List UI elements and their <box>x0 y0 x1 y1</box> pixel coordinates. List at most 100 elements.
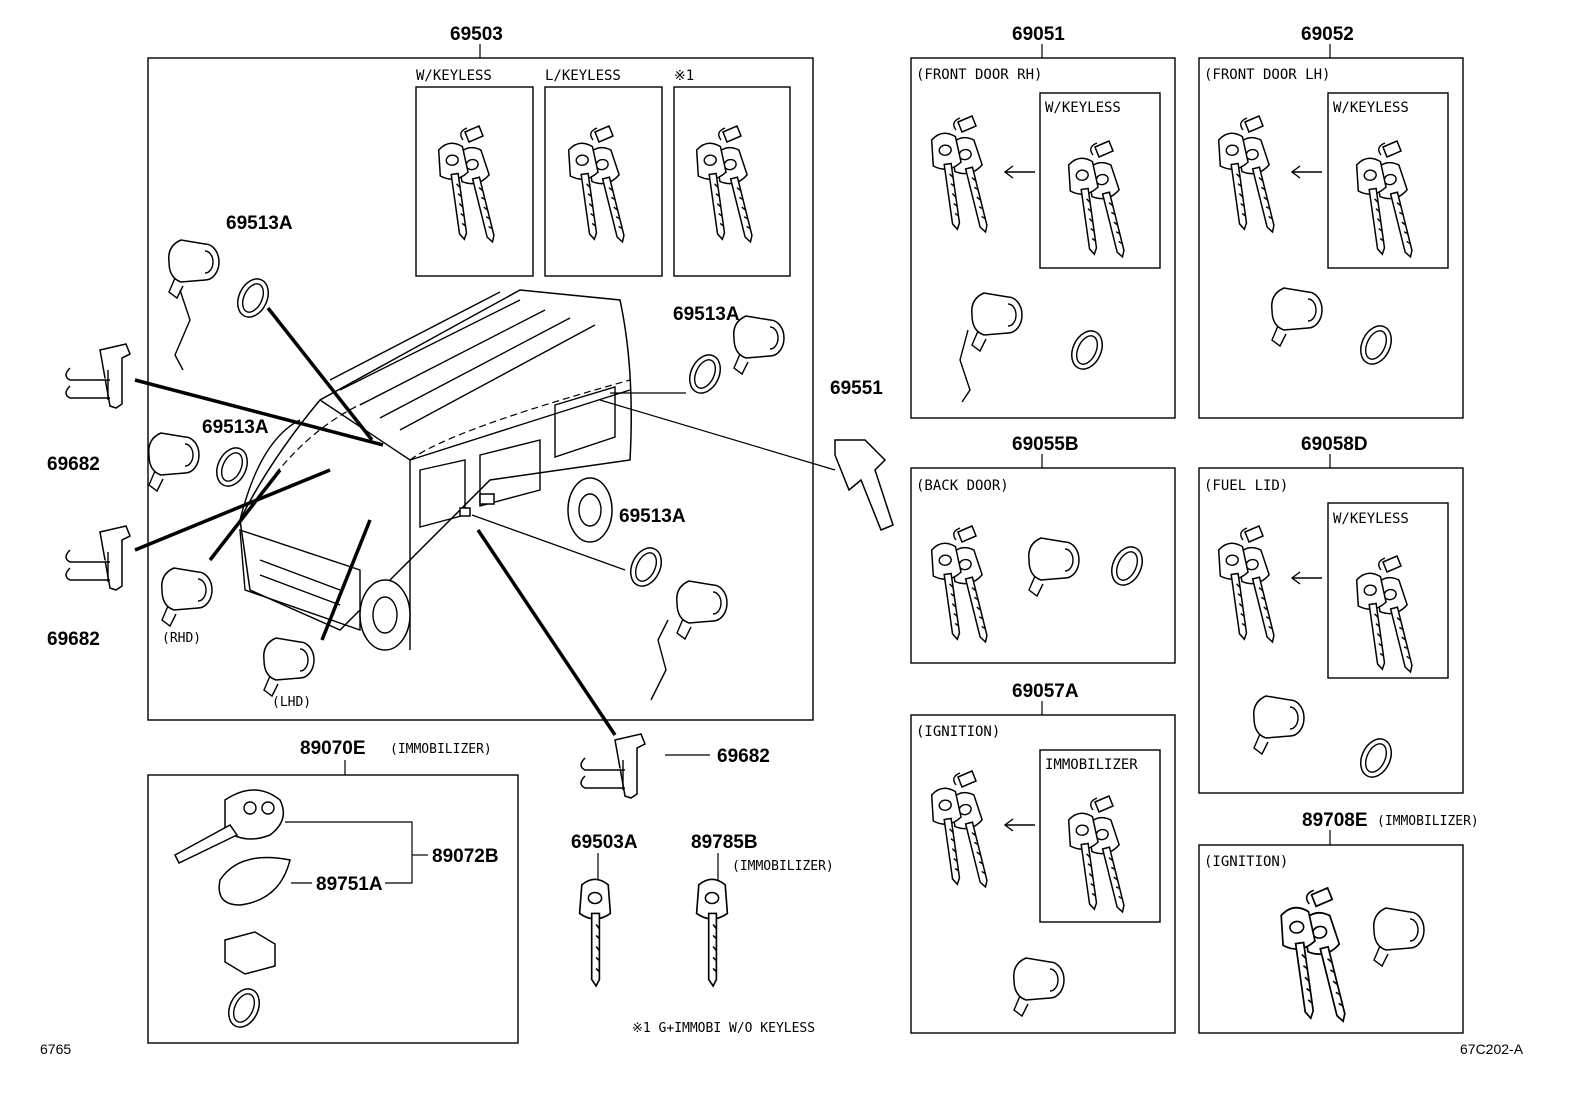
leader-line <box>266 306 374 442</box>
part-69551-label: 69551 <box>830 378 883 399</box>
back-door-label: (BACK DOOR) <box>916 478 1009 494</box>
part-69513a-label-3: 69513A <box>673 304 740 325</box>
back-door-box <box>910 467 1176 664</box>
ignition-label-1: (IGNITION) <box>916 724 1000 740</box>
van-illustration-icon <box>239 289 632 651</box>
arrow-icon <box>1003 818 1035 832</box>
immobilizer-label: (IMMOBILIZER) <box>390 742 492 757</box>
leader-line <box>134 468 331 552</box>
w-keyless-lh-box <box>1327 92 1449 269</box>
fuel-lid-box <box>1198 467 1464 794</box>
gasket-ring-icon <box>210 442 254 492</box>
w-keyless-rh-box <box>1039 92 1161 269</box>
part-69057a-label: 69057A <box>1012 681 1079 702</box>
part-69058d-label: 69058D <box>1301 434 1368 455</box>
key-set-icon <box>1354 556 1423 676</box>
front-door-lh-box <box>1198 57 1464 419</box>
side-door-lock-cylinder-icon <box>676 580 728 640</box>
ignition-box <box>910 714 1176 1034</box>
part-69682-label-3: 69682 <box>717 746 770 767</box>
leader-bracket <box>285 821 413 884</box>
page-id-text: 6765 <box>40 1041 71 1057</box>
key-set-icon <box>566 126 635 246</box>
part-89751a-label: 89751A <box>316 874 383 895</box>
lhd-label: (LHD) <box>272 695 311 710</box>
part-69513a-label-2: 69513A <box>202 417 269 438</box>
key-set-icon <box>929 526 998 646</box>
immobilizer-key-icon <box>695 878 729 987</box>
lock-rod-icon <box>650 619 669 701</box>
fuel-lid-label: (FUEL LID) <box>1204 478 1288 494</box>
gasket-ring-icon <box>624 542 668 592</box>
back-door-lock-cylinder-icon <box>733 315 785 375</box>
lock-clip-icon <box>65 343 131 409</box>
key-set-icon <box>1216 116 1285 236</box>
figure-id-text: 67C202-A <box>1460 1041 1524 1057</box>
part-69503a-label: 69503A <box>571 832 638 853</box>
note1-mark-label: ※1 <box>674 68 694 84</box>
gasket-ring-icon <box>683 349 727 399</box>
l-keyless-key-box <box>544 86 663 277</box>
front-door-rh-box <box>910 57 1176 419</box>
w-keyless-fuel-label: W/KEYLESS <box>1333 511 1409 527</box>
key-set-icon <box>929 771 998 891</box>
key-set-icon <box>436 126 505 246</box>
key-set-icon <box>1066 796 1135 916</box>
blank-key-icon <box>578 878 612 987</box>
key-cover-icon <box>218 856 291 906</box>
door-lock-cylinder-icon <box>1271 287 1323 347</box>
remote-key-icon <box>174 789 285 864</box>
part-69503-label: 69503 <box>450 24 503 45</box>
part-69055b-label: 69055B <box>1012 434 1079 455</box>
ignition-cylinder-icon <box>1013 957 1065 1017</box>
part-89785b-label: 89785B <box>691 832 758 853</box>
door-lock-cylinder-icon <box>168 239 220 299</box>
w-keyless-key-box <box>415 86 534 277</box>
key-set-icon <box>1354 141 1423 261</box>
part-69682-label-2: 69682 <box>47 629 100 650</box>
immobilizer-sub-label: IMMOBILIZER <box>1045 757 1138 773</box>
gasket-ring-icon <box>1065 325 1109 375</box>
immobilizer-label: (IMMOBILIZER) <box>732 859 834 874</box>
l-keyless-label: L/KEYLESS <box>545 68 621 84</box>
immobilizer-key-kit-box <box>147 774 519 1044</box>
lock-cylinder-icon <box>148 432 200 492</box>
lock-retainer-icon <box>834 439 894 531</box>
w-keyless-fuel-box <box>1327 502 1449 679</box>
part-89708e-label: 89708E <box>1302 810 1368 831</box>
key-set-icon <box>694 126 763 246</box>
lock-clip-icon <box>65 525 131 591</box>
note1-key-box <box>673 86 791 277</box>
w-keyless-rh-label: W/KEYLESS <box>1045 100 1121 116</box>
part-69513a-label-1: 69513A <box>226 213 293 234</box>
leader-line <box>599 399 836 471</box>
part-89070e-label: 89070E <box>300 738 366 759</box>
door-lock-cylinder-icon <box>971 292 1023 352</box>
leader-line <box>208 468 282 562</box>
part-69052-label: 69052 <box>1301 24 1354 45</box>
front-door-lh-label: (FRONT DOOR LH) <box>1204 67 1330 83</box>
rhd-label: (RHD) <box>162 631 201 646</box>
leader-line <box>134 378 384 447</box>
lock-rod-icon <box>959 329 971 403</box>
front-door-rh-label: (FRONT DOOR RH) <box>916 67 1042 83</box>
leader-line <box>476 529 617 736</box>
ignition-label-2: (IGNITION) <box>1204 854 1288 870</box>
ignition-cylinder-lhd-icon <box>263 637 315 697</box>
ignition-cylinder-rhd-icon <box>161 567 213 627</box>
part-89072b-label: 89072B <box>432 846 499 867</box>
transmitter-icon <box>224 931 276 975</box>
lock-clip-icon <box>580 733 646 799</box>
w-keyless-label: W/KEYLESS <box>416 68 492 84</box>
gasket-ring-icon <box>1354 733 1398 783</box>
ignition-cylinder-icon <box>1373 907 1425 967</box>
key-set-icon <box>1278 888 1357 1026</box>
lock-rod-icon <box>174 289 191 371</box>
key-set-icon <box>1066 141 1135 261</box>
part-69682-label-1: 69682 <box>47 454 100 475</box>
gasket-ring-icon <box>1354 320 1398 370</box>
part-69513a-label-4: 69513A <box>619 506 686 527</box>
footnote-text: ※1 G+IMMOBI W/O KEYLESS <box>632 1021 815 1036</box>
key-set-icon <box>1216 526 1285 646</box>
arrow-icon <box>1003 165 1035 179</box>
